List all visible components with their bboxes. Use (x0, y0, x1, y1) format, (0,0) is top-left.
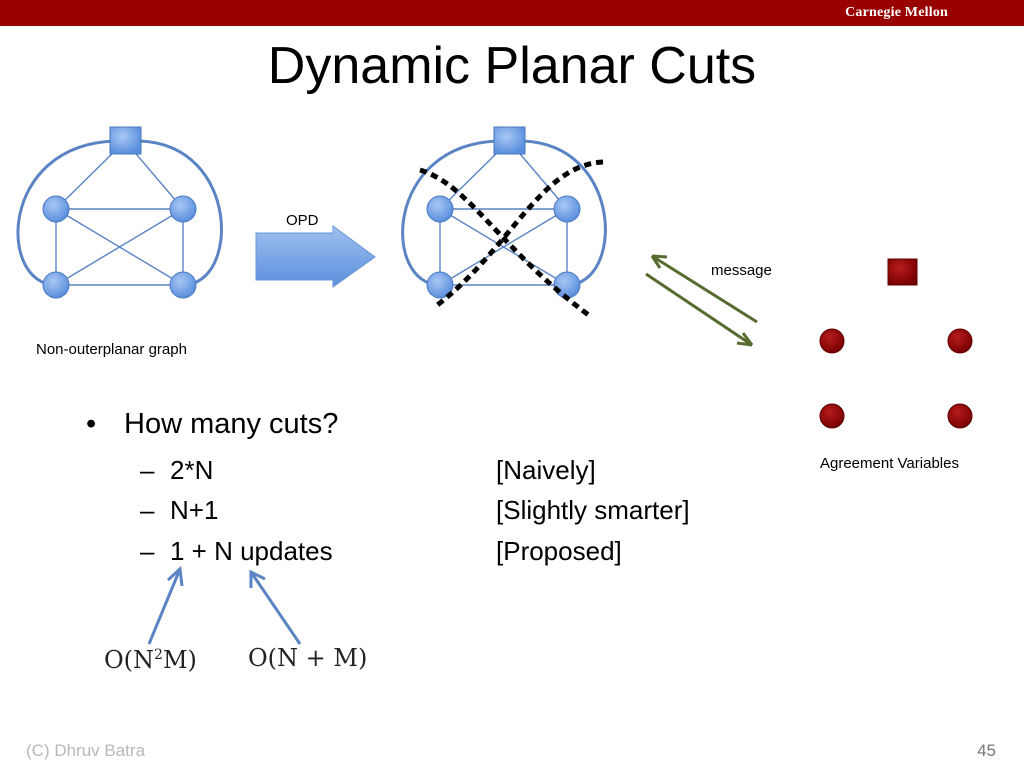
graph-node-red (819, 403, 845, 429)
right-graph (401, 126, 607, 319)
header-bar: Carnegie Mellon (0, 0, 1024, 26)
square-node (493, 126, 526, 155)
graph-node (42, 271, 70, 299)
graph-node (553, 195, 581, 223)
bullet-main: • How many cuts? (86, 406, 338, 442)
graph-node-red (947, 403, 973, 429)
graph-node (169, 271, 197, 299)
opd-arrow (255, 225, 376, 288)
graph-node (169, 195, 197, 223)
graph-node-red (819, 328, 845, 354)
sub-bullet: –N+1 (140, 495, 219, 525)
graph-node (42, 195, 70, 223)
square-node-red (887, 258, 918, 286)
complexity-naive-formula: O(N2M) (104, 646, 197, 674)
bullet-main-text: How many cuts? (124, 408, 339, 440)
brand-logo: Carnegie Mellon (845, 5, 948, 20)
graph-node-red (947, 328, 973, 354)
opd-label: OPD (286, 212, 319, 229)
complexity-proposed-formula: O(N + M) (248, 644, 368, 672)
sub-bullet-text: 2*N (170, 455, 214, 485)
cut-line-1 (419, 167, 592, 319)
footer-credit: (C) Dhruv Batra (26, 741, 146, 760)
left-graph-label: Non-outerplanar graph (36, 341, 187, 358)
graph-node (426, 271, 454, 299)
agreement-variables (819, 258, 973, 429)
sub-bullet: –2*N (140, 455, 214, 485)
complexity-arrows (147, 565, 302, 645)
sub-bullet: –1 + N updates (140, 536, 333, 566)
bullet-dot: • (86, 408, 97, 440)
message-arrows (645, 254, 758, 347)
graph-node (553, 271, 581, 299)
sub-bullet-text: 1 + N updates (170, 536, 333, 566)
square-node (109, 126, 142, 155)
message-label: message (711, 262, 772, 279)
sub-bullet-note: [Naively] (496, 455, 596, 485)
sub-bullet-text: N+1 (170, 495, 219, 525)
left-graph (16, 126, 223, 299)
slide-title: Dynamic Planar Cuts (267, 37, 757, 95)
page-number: 45 (977, 741, 996, 760)
agreement-variables-label: Agreement Variables (820, 455, 959, 472)
graph-node (426, 195, 454, 223)
sub-bullet-note: [Slightly smarter] (496, 495, 690, 525)
cut-line-2 (434, 159, 604, 308)
sub-bullet-note: [Proposed] (496, 536, 622, 566)
